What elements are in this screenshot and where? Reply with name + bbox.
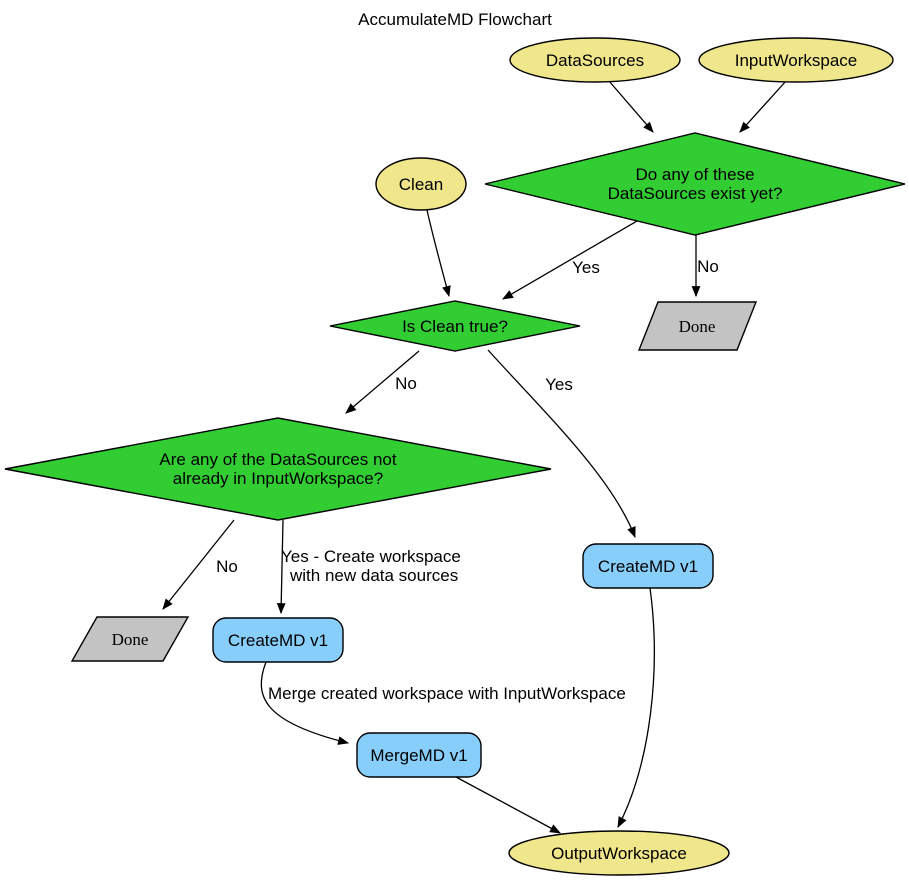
createmd-left-rect — [212, 617, 344, 663]
edge-clean-to-clean-check — [426, 209, 451, 298]
done-right-parallelogram — [637, 301, 758, 351]
edge-label-clean-no: No — [395, 374, 417, 393]
edge-labels: Yes No No Yes No Yes - Create workspace … — [216, 257, 719, 703]
exist-check-diamond — [484, 132, 906, 236]
not-in-check-label-line2: already in InputWorkspace? — [173, 469, 383, 488]
clean-ellipse — [375, 157, 467, 211]
edge-clean-check-yes-to-createmd-right — [487, 349, 636, 539]
exist-check-label-line1: Do any of these — [635, 165, 754, 184]
edge-not-in-check-yes-to-createmd-left — [276, 519, 286, 615]
edge-label-merge: Merge created workspace with InputWorksp… — [268, 684, 626, 703]
node-mergemd: MergeMD v1 — [356, 732, 482, 778]
done-left-label: Done — [112, 630, 149, 649]
node-done-left: Done — [70, 616, 190, 662]
diagram-title: AccumulateMD Flowchart — [358, 10, 552, 29]
mergemd-label: MergeMD v1 — [370, 746, 467, 765]
datasources-label: DataSources — [546, 51, 644, 70]
node-outputworkspace: OutputWorkspace — [508, 830, 730, 876]
edge-label-clean-yes: Yes — [545, 375, 573, 394]
edge-label-exist-no: No — [697, 257, 719, 276]
clean-check-label: Is Clean true? — [402, 317, 508, 336]
createmd-right-rect — [582, 543, 714, 589]
edge-exist-check-yes-to-clean-check — [502, 220, 638, 300]
node-exist-check: Do any of these DataSources exist yet? — [484, 132, 906, 236]
node-createmd-left: CreateMD v1 — [212, 617, 344, 663]
createmd-left-label: CreateMD v1 — [228, 631, 328, 650]
done-right-label: Done — [679, 317, 716, 336]
outputworkspace-ellipse — [508, 830, 730, 876]
edge-mergemd-to-outputworkspace — [455, 776, 561, 834]
edges — [162, 80, 787, 834]
edge-label-notin-yes-line2: with new data sources — [289, 566, 458, 585]
inputworkspace-ellipse — [698, 37, 894, 83]
clean-label: Clean — [399, 175, 443, 194]
node-datasources: DataSources — [509, 37, 681, 83]
edge-datasources-to-exist-check — [608, 80, 654, 133]
not-in-check-diamond — [4, 417, 552, 521]
node-done-right: Done — [637, 301, 758, 351]
not-in-check-label-line1: Are any of the DataSources not — [159, 450, 396, 469]
edge-not-in-check-no-to-done-left — [162, 519, 235, 610]
edge-clean-check-no-to-not-in-check — [345, 350, 420, 414]
node-clean-check: Is Clean true? — [329, 300, 581, 352]
edge-inputworkspace-to-exist-check — [739, 80, 787, 133]
edge-label-notin-yes-line1: Yes - Create workspace — [281, 547, 461, 566]
outputworkspace-label: OutputWorkspace — [551, 844, 687, 863]
edge-label-exist-yes: Yes — [572, 258, 600, 277]
edge-createmd-left-to-mergemd — [260, 661, 350, 745]
done-left-parallelogram — [70, 616, 190, 662]
edge-label-notin-no: No — [216, 557, 238, 576]
mergemd-rect — [356, 732, 482, 778]
datasources-ellipse — [509, 37, 681, 83]
node-clean: Clean — [375, 157, 467, 211]
createmd-right-label: CreateMD v1 — [598, 557, 698, 576]
edge-createmd-right-to-outputworkspace — [617, 587, 655, 828]
node-createmd-right: CreateMD v1 — [582, 543, 714, 589]
node-inputworkspace: InputWorkspace — [698, 37, 894, 83]
inputworkspace-label: InputWorkspace — [735, 51, 858, 70]
clean-check-diamond — [329, 300, 581, 352]
exist-check-label-line2: DataSources exist yet? — [608, 184, 783, 203]
node-not-in-check: Are any of the DataSources not already i… — [4, 417, 552, 521]
